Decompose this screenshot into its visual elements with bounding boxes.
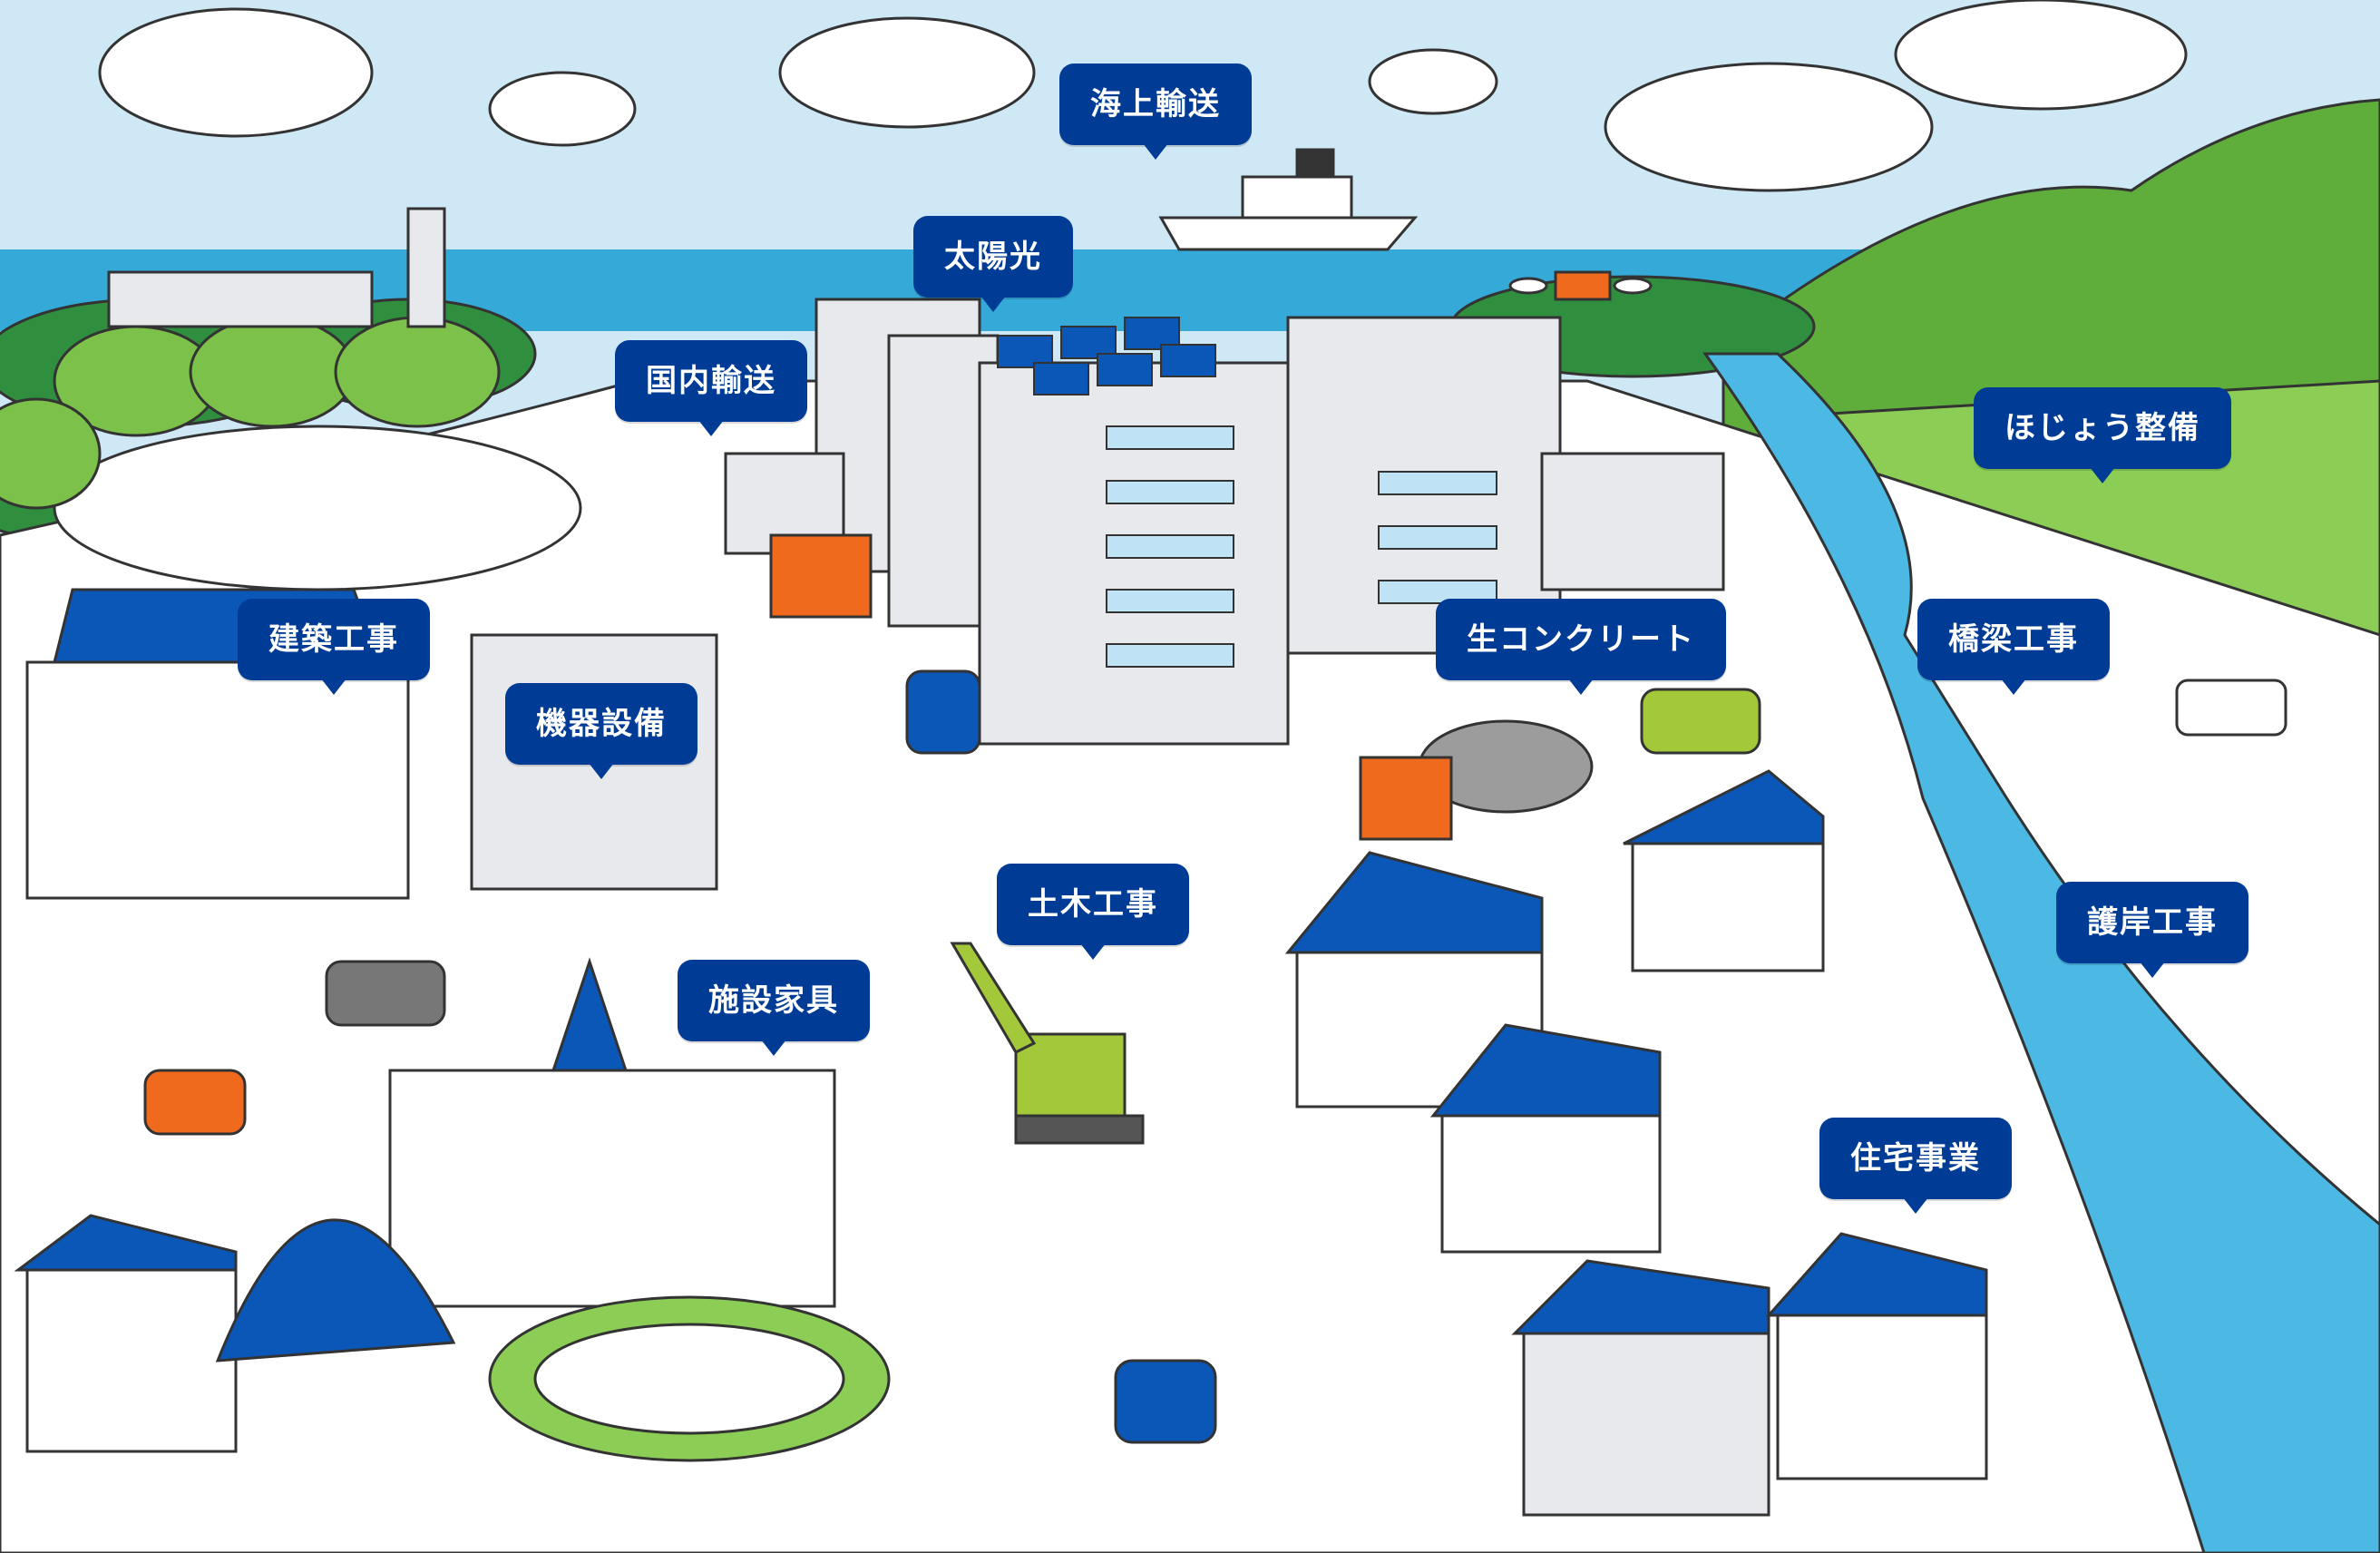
label-domestic-transport[interactable]: 国内輸送 bbox=[615, 340, 807, 436]
schoolyard-track bbox=[533, 1323, 845, 1435]
label-equipment[interactable]: 機器設備 bbox=[505, 683, 697, 779]
clouds bbox=[98, 0, 2188, 192]
label-sea-transport[interactable]: 海上輸送 bbox=[1059, 63, 1252, 160]
truck bbox=[724, 452, 873, 619]
park-trees bbox=[0, 316, 501, 510]
houses bbox=[14, 588, 1988, 1517]
label-bridge-work[interactable]: 橋梁工事 bbox=[1917, 599, 2110, 695]
factory bbox=[107, 207, 446, 328]
label-housing[interactable]: 住宅事業 bbox=[1819, 1118, 2012, 1214]
ship bbox=[1158, 148, 1419, 251]
label-field-maintenance[interactable]: ほじょう整備 bbox=[1974, 387, 2231, 483]
label-facility-furniture[interactable]: 施設家具 bbox=[678, 960, 870, 1056]
solar-panels bbox=[997, 317, 1216, 396]
excavator bbox=[950, 942, 1145, 1145]
drone bbox=[1508, 270, 1653, 301]
label-civil-engineering[interactable]: 土木工事 bbox=[997, 864, 1189, 960]
label-solar[interactable]: 太陽光 bbox=[913, 216, 1073, 312]
label-ready-mixed-concrete[interactable]: 生コンクリート bbox=[1436, 599, 1726, 695]
building-windows bbox=[1106, 425, 1497, 668]
cement-mixer bbox=[1359, 719, 1594, 841]
label-revetment-work[interactable]: 護岸工事 bbox=[2056, 882, 2248, 978]
park bbox=[53, 425, 582, 591]
cars bbox=[143, 669, 2287, 1444]
river bbox=[1702, 352, 2380, 1553]
label-construction[interactable]: 建築工事 bbox=[238, 599, 430, 695]
